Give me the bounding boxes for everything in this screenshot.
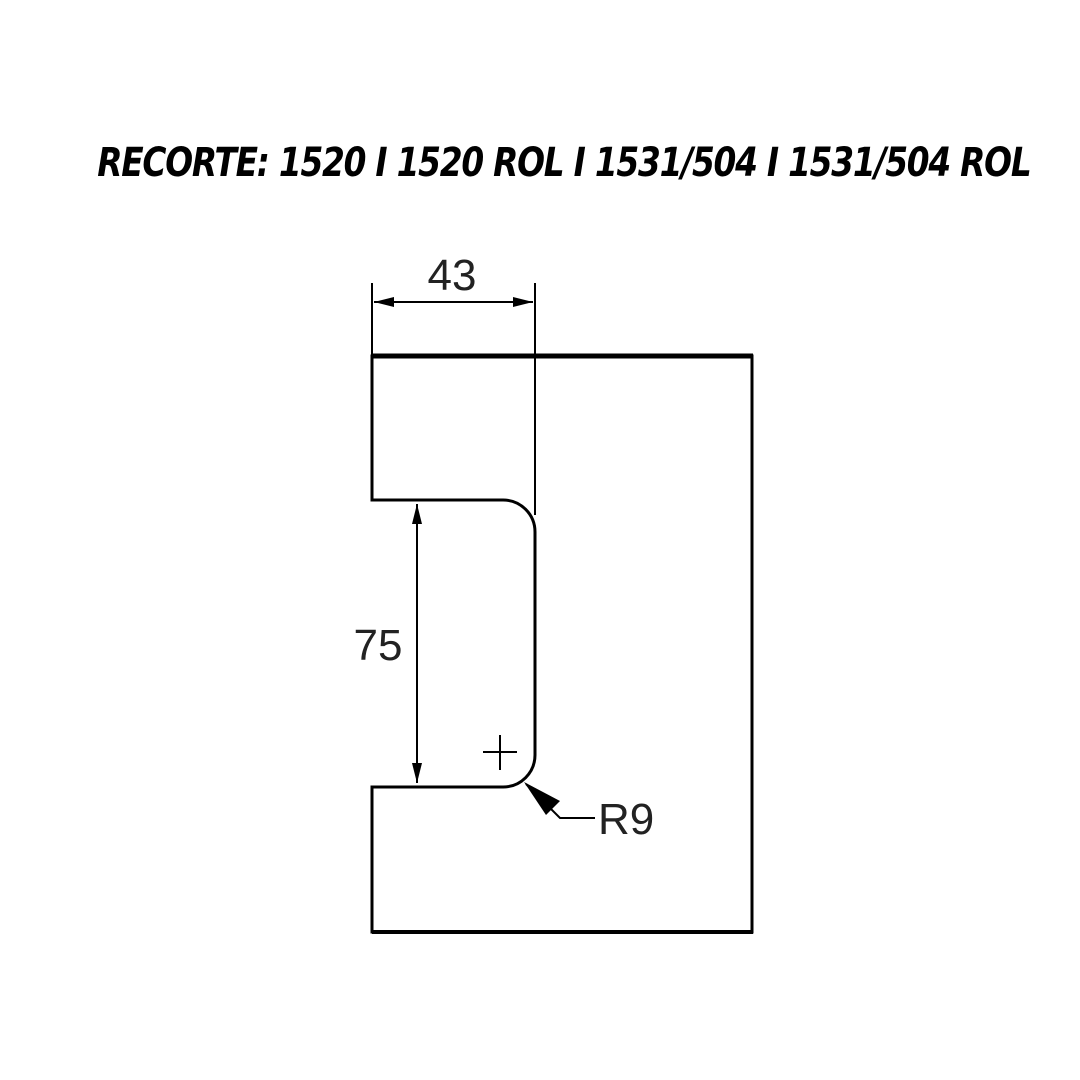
radius-leader-arrow — [524, 782, 560, 815]
panel-outline — [370, 354, 754, 934]
width-label: 43 — [428, 251, 477, 300]
page-title: RECORTE: 1520 I 1520 ROL I 1531/504 I 15… — [97, 140, 1032, 186]
height-label: 75 — [354, 621, 403, 670]
radius-label: R9 — [598, 795, 654, 844]
